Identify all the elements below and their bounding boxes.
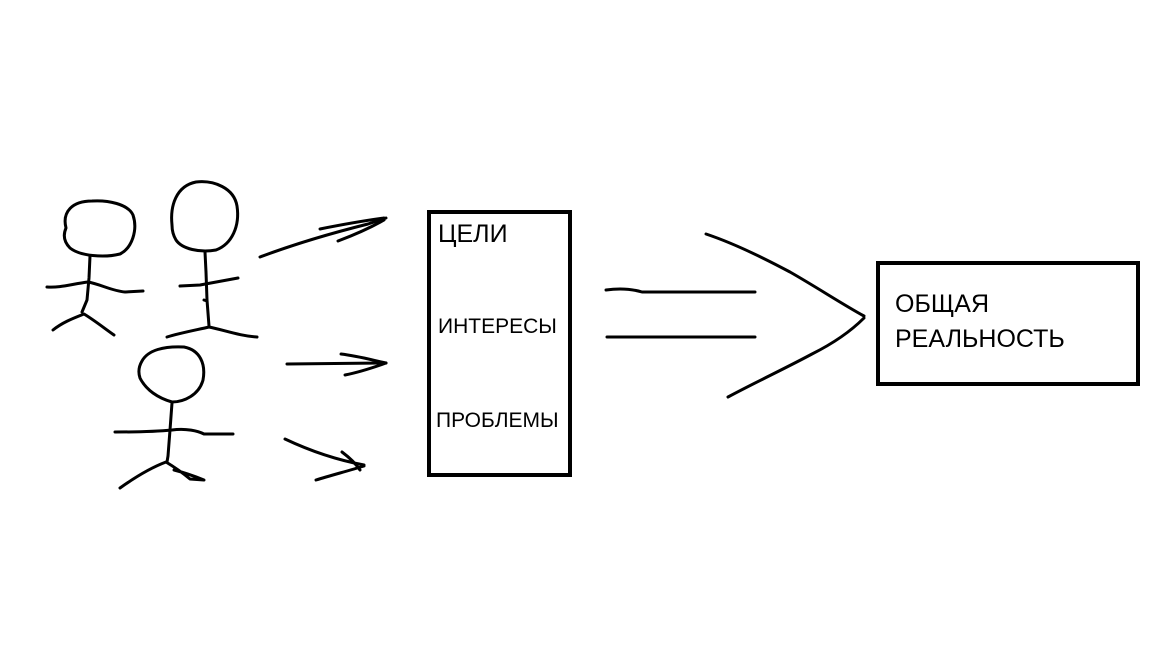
figure-arms: [45, 280, 145, 294]
figure-head: [62, 199, 137, 258]
stick-figure-icon: [45, 199, 145, 337]
figure-legs: [118, 460, 206, 490]
converging-double-arrow-icon: [604, 232, 866, 399]
hand-drawn-arrow-icon: [258, 216, 388, 259]
figure-arms: [113, 427, 235, 436]
factor-label-interests: ИНТЕРЕСЫ: [438, 315, 557, 338]
hand-drawn-arrow-icon: [285, 352, 388, 377]
factors-box: [427, 210, 572, 477]
factor-label-goals: ЦЕЛИ: [438, 220, 508, 248]
stick-figure-icon: [113, 345, 235, 490]
figure-body: [80, 254, 92, 314]
figure-legs: [165, 325, 259, 339]
figure-legs: [51, 312, 116, 337]
figure-head: [137, 345, 206, 404]
factor-label-problems: ПРОБЛЕМЫ: [436, 409, 559, 432]
result-box: [876, 261, 1140, 386]
figure-arms: [178, 276, 240, 303]
result-label-line-1: ОБЩАЯ: [895, 290, 990, 318]
stick-figure-icon: [165, 180, 259, 339]
figure-body: [203, 250, 211, 328]
figure-head: [170, 180, 240, 253]
result-label-line-2: РЕАЛЬНОСТЬ: [895, 325, 1065, 353]
figure-body: [165, 401, 174, 464]
hand-drawn-arrow-icon: [283, 437, 366, 482]
